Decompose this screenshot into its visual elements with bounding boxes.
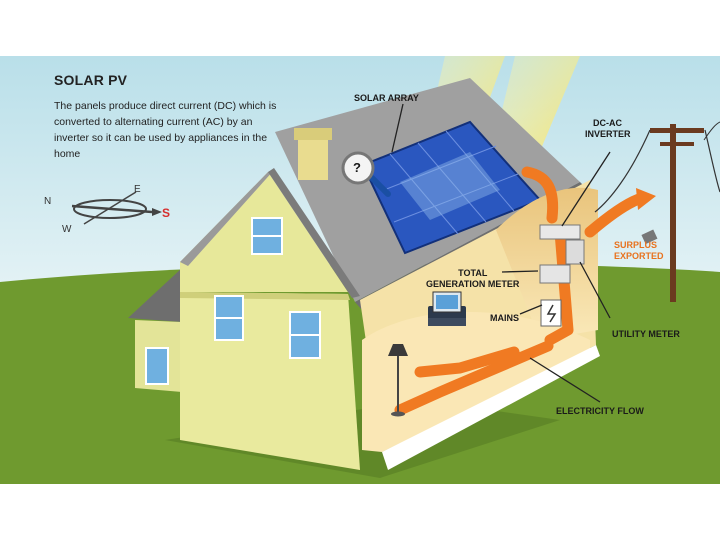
compass-w-label: W xyxy=(62,224,71,235)
mains-box xyxy=(541,300,561,326)
compass-e-label: E xyxy=(134,184,141,195)
inverter-label-line1: DC-AC xyxy=(593,118,631,129)
compass-n-label: N xyxy=(44,196,51,207)
inverter-label: DC-AC INVERTER xyxy=(593,118,631,140)
mains-label: MAINS xyxy=(490,313,519,324)
front-wall xyxy=(180,292,360,470)
help-icon-glyph: ? xyxy=(353,161,361,175)
inverter-box xyxy=(540,225,580,239)
total-meter-line2: GENERATION METER xyxy=(426,279,519,290)
total-generation-meter-box xyxy=(540,265,570,283)
diagram-title: SOLAR PV xyxy=(54,72,127,88)
surplus-exported-label: SURPLUS EXPORTED xyxy=(614,240,664,262)
diagram-description: The panels produce direct current (DC) w… xyxy=(54,98,289,162)
utility-meter-box xyxy=(566,240,584,264)
surplus-label-line1: SURPLUS xyxy=(614,240,664,251)
inverter-label-line2: INVERTER xyxy=(585,129,631,140)
utility-meter-label: UTILITY METER xyxy=(612,329,680,340)
total-meter-line1: TOTAL xyxy=(426,268,519,279)
surplus-label-line2: EXPORTED xyxy=(614,251,664,262)
chimney xyxy=(294,128,332,180)
total-generation-meter-label: TOTAL GENERATION METER xyxy=(426,268,519,290)
electricity-flow-label: ELECTRICITY FLOW xyxy=(556,406,644,417)
compass-s-label: S xyxy=(162,206,170,220)
annex-window xyxy=(146,348,168,384)
solar-array-label: SOLAR ARRAY xyxy=(354,93,419,104)
computer-appliance xyxy=(428,292,466,326)
